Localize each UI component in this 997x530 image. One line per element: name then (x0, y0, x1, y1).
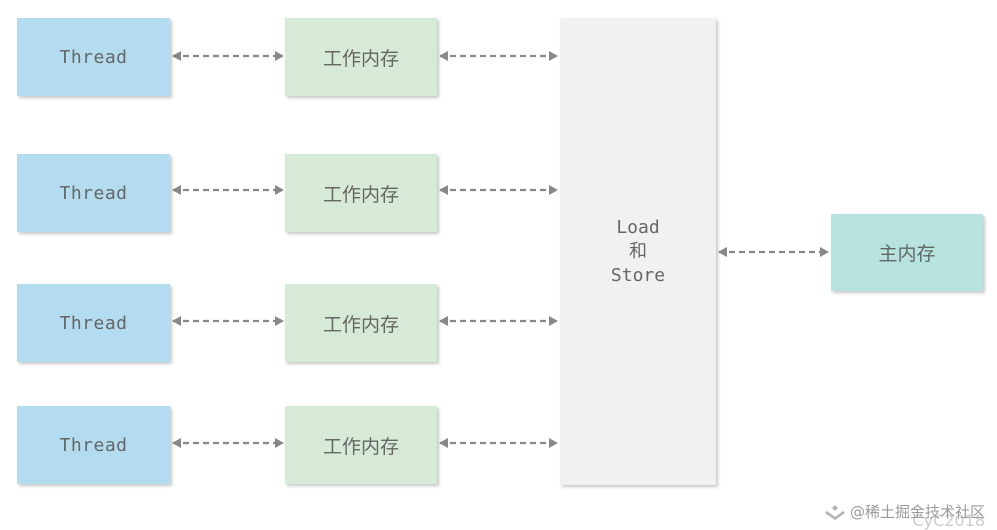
watermark-text: @稀土掘金技术社区 (849, 503, 985, 521)
load-store-line-1: Load (616, 216, 660, 238)
thread-label: Thread (59, 182, 128, 204)
working-memory-label: 工作内存 (322, 435, 399, 458)
juejin-logo-icon (824, 504, 845, 520)
working-memory-label: 工作内存 (322, 313, 399, 336)
working-memory-box-2: 工作内存 (285, 154, 437, 232)
thread-label: Thread (59, 312, 128, 334)
working-memory-box-4: 工作内存 (285, 406, 437, 484)
load-store-line-3: Store (610, 264, 666, 286)
working-memory-label: 工作内存 (322, 183, 399, 206)
thread-box-3: Thread (17, 284, 170, 362)
working-memory-box-1: 工作内存 (285, 18, 437, 96)
thread-label: Thread (59, 46, 128, 68)
thread-box-2: Thread (17, 154, 170, 232)
watermark: @稀土掘金技术社区 CyC2018 (824, 501, 985, 530)
watermark-author: CyC2018 (912, 511, 985, 530)
load-store-line-2: 和 (629, 240, 647, 262)
working-memory-box-3: 工作内存 (285, 284, 437, 362)
thread-box-1: Thread (17, 18, 170, 96)
main-memory-label: 主内存 (878, 243, 936, 265)
working-memory-label: 工作内存 (322, 47, 399, 70)
load-store-box: Load 和 Store (560, 18, 716, 485)
thread-label: Thread (59, 434, 128, 456)
main-memory-box: 主内存 (831, 214, 983, 291)
thread-box-4: Thread (17, 406, 170, 484)
